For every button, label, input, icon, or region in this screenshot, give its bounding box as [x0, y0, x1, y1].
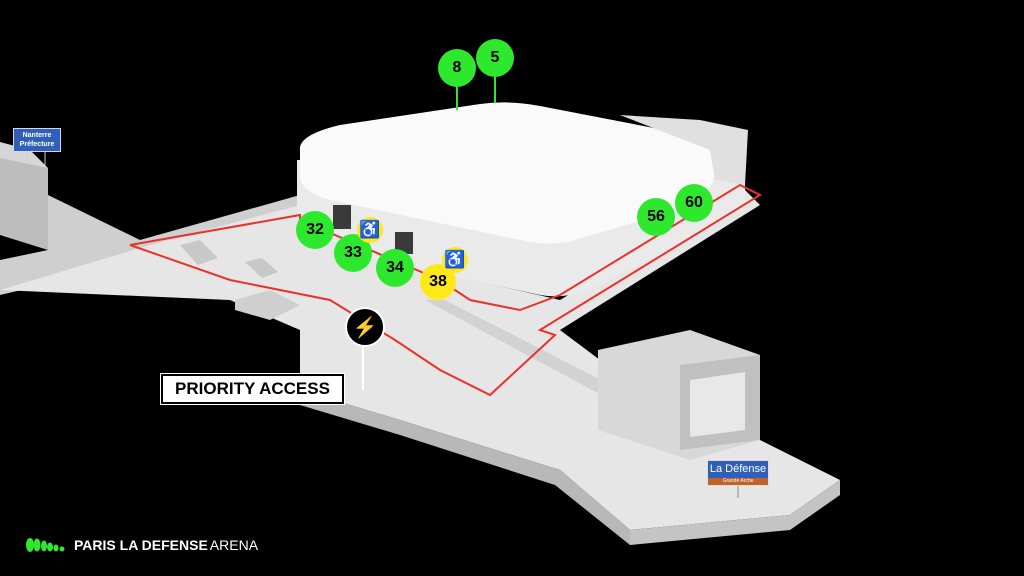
wheelchair-icon: ♿	[442, 247, 468, 273]
logo-wave-icon	[26, 538, 65, 552]
arena-window	[333, 205, 351, 229]
arena-roof	[299, 102, 714, 244]
plaza-edge	[300, 390, 630, 545]
station-opening	[690, 372, 745, 437]
priority-access-label[interactable]: PRIORITY ACCESS	[160, 373, 345, 405]
sign-line1: Nanterre	[22, 132, 52, 139]
logo-text-bold: PARIS LA DEFENSE	[74, 537, 208, 553]
sign-line2: Préfecture	[19, 141, 55, 148]
plaza-edge-right	[630, 480, 840, 545]
sign-subtitle: Grande Arche	[708, 478, 768, 485]
ramp	[425, 300, 640, 405]
nanterre-prefecture-sign: Nanterre Préfecture	[13, 128, 61, 152]
gate-5-marker[interactable]: 5	[476, 39, 514, 77]
sign-title: La Défense	[708, 461, 768, 478]
block	[235, 290, 300, 320]
arena-annex	[620, 115, 748, 185]
gate-32-marker[interactable]: 32	[296, 211, 334, 249]
gate-56-marker[interactable]: 56	[637, 198, 675, 236]
logo-text-light: ARENA	[209, 537, 259, 553]
arena-logo: PARIS LA DEFENSE ARENA	[26, 537, 258, 553]
block	[180, 240, 218, 265]
wheelchair-icon: ♿	[357, 217, 383, 243]
lightning-icon: ⚡	[345, 307, 385, 347]
left-building	[0, 150, 48, 250]
left-building-top	[0, 142, 48, 168]
gate-60-marker[interactable]: 60	[675, 184, 713, 222]
la-defense-sign: La Défense Grande Arche	[707, 460, 769, 486]
gate-8-marker[interactable]: 8	[438, 49, 476, 87]
gate-34-marker[interactable]: 34	[376, 249, 414, 287]
arena-window	[395, 232, 413, 254]
block	[245, 258, 278, 278]
